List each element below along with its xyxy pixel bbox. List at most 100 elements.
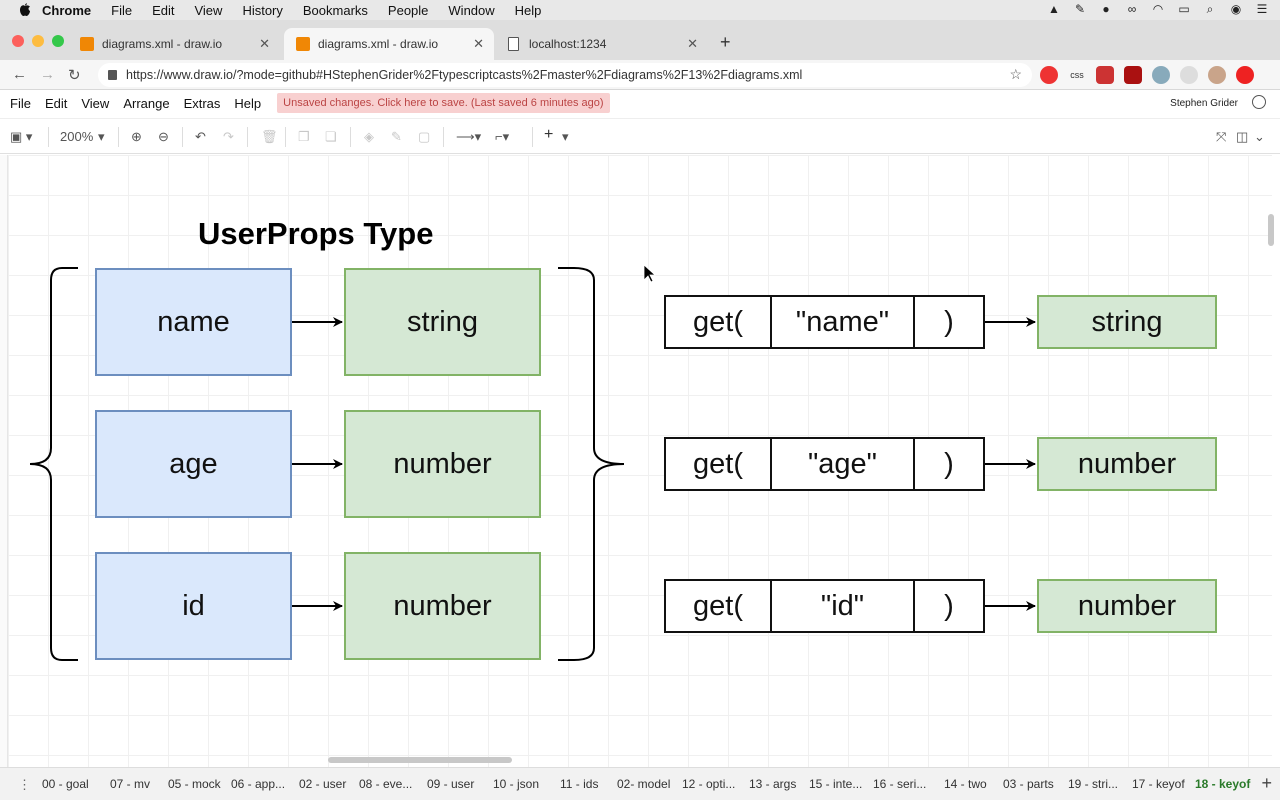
horizontal-scrollbar[interactable] <box>328 757 512 763</box>
call-fn-id[interactable]: get( <box>664 579 772 633</box>
zoom-select[interactable]: 200% <box>60 129 94 144</box>
maximize-window-button[interactable] <box>52 35 64 47</box>
page-tab[interactable]: 15 - inte... <box>809 777 863 791</box>
browser-tab-1[interactable]: diagrams.xml - draw.io ✕ <box>68 28 280 60</box>
call-arg-name[interactable]: "name" <box>770 295 915 349</box>
page-tab[interactable]: 07 - mv <box>110 777 151 791</box>
menu-file[interactable]: File <box>111 2 133 18</box>
zoom-out-icon[interactable]: ⊖ <box>158 129 169 144</box>
back-icon[interactable]: ← <box>12 66 27 83</box>
call-arg-id[interactable]: "id" <box>770 579 915 633</box>
apple-icon[interactable] <box>18 3 32 17</box>
list-icon[interactable]: ☰ <box>1256 2 1268 16</box>
app-menu-file[interactable]: File <box>10 95 31 111</box>
delete-icon[interactable]: 🗑 <box>261 129 278 144</box>
close-tab-icon[interactable]: ✕ <box>259 36 270 51</box>
pen-icon[interactable]: ✎ <box>1074 2 1086 16</box>
fill-color-icon[interactable]: ◈ <box>364 129 374 144</box>
ublock-icon[interactable] <box>1124 66 1142 84</box>
unsaved-changes-banner[interactable]: Unsaved changes. Click here to save. (La… <box>277 93 610 113</box>
page-tab[interactable]: 00 - goal <box>42 777 89 791</box>
address-bar[interactable]: https://www.draw.io/?mode=github#HStephe… <box>98 63 1032 87</box>
language-globe-icon[interactable] <box>1252 95 1266 109</box>
extension-icon[interactable] <box>1152 66 1170 84</box>
to-front-icon[interactable]: ❐ <box>298 129 310 144</box>
to-back-icon[interactable]: ❏ <box>325 129 337 144</box>
page-tab[interactable]: 02- model <box>617 777 671 791</box>
zoom-dropdown-icon[interactable]: ▾ <box>98 129 105 144</box>
siri-icon[interactable]: ◉ <box>1230 2 1242 16</box>
menu-edit[interactable]: Edit <box>152 2 175 18</box>
call-result-name[interactable]: string <box>1037 295 1217 349</box>
page-tab[interactable]: 14 - two <box>944 777 987 791</box>
close-tab-icon[interactable]: ✕ <box>687 36 698 51</box>
profile-avatar[interactable] <box>1208 66 1226 84</box>
app-menu-extras[interactable]: Extras <box>183 95 221 111</box>
collapse-icon[interactable]: ⌄ <box>1254 129 1265 144</box>
fullscreen-icon[interactable]: ⤧ <box>1216 129 1227 144</box>
page-tab[interactable]: 13 - args <box>749 777 797 791</box>
call-close-name[interactable]: ) <box>913 295 985 349</box>
app-menu-arrange[interactable]: Arrange <box>123 95 170 111</box>
css-extension-icon[interactable]: css <box>1070 70 1084 80</box>
menu-bookmarks[interactable]: Bookmarks <box>302 2 368 18</box>
extension-icon[interactable] <box>1180 66 1198 84</box>
menu-window[interactable]: Window <box>448 2 495 18</box>
vlc-icon[interactable]: ▲ <box>1048 2 1060 16</box>
zoom-in-icon[interactable]: ⊕ <box>131 129 142 144</box>
format-panel-icon[interactable]: ▣ ▾ <box>10 129 33 144</box>
menu-help[interactable]: Help <box>514 2 542 18</box>
page-tab-active[interactable]: 18 - keyof <box>1195 777 1251 791</box>
pages-menu-icon[interactable]: ⋮ <box>18 777 31 792</box>
line-color-icon[interactable]: ✎ <box>391 129 402 144</box>
extension-icon[interactable] <box>1096 66 1114 84</box>
app-menu-edit[interactable]: Edit <box>44 95 68 111</box>
wifi-icon[interactable]: ◠ <box>1152 2 1164 16</box>
shadow-icon[interactable]: ▢ <box>418 129 431 144</box>
page-tab[interactable]: 08 - eve... <box>359 777 413 791</box>
prop-type-id[interactable]: number <box>344 552 541 660</box>
sidebar-collapsed[interactable] <box>0 155 8 767</box>
page-tab[interactable]: 10 - json <box>493 777 540 791</box>
menu-view[interactable]: View <box>194 2 223 18</box>
add-page-icon[interactable]: + <box>1261 773 1272 793</box>
record-icon[interactable]: ● <box>1102 2 1110 16</box>
insert-icon[interactable]: + <box>544 126 554 143</box>
prop-key-age[interactable]: age <box>95 410 292 518</box>
call-result-age[interactable]: number <box>1037 437 1217 491</box>
minimize-window-button[interactable] <box>32 35 44 47</box>
menu-people[interactable]: People <box>387 2 429 18</box>
page-tab[interactable]: 05 - mock <box>168 777 221 791</box>
call-fn-name[interactable]: get( <box>664 295 772 349</box>
close-window-button[interactable] <box>12 35 24 47</box>
reload-icon[interactable]: ↻ <box>68 67 81 84</box>
format-toggle-icon[interactable]: ◫ <box>1236 129 1249 144</box>
close-tab-icon[interactable]: ✕ <box>473 36 484 51</box>
call-close-age[interactable]: ) <box>913 437 985 491</box>
connection-style-icon[interactable]: ⟶▾ <box>456 129 482 144</box>
app-menu-help[interactable]: Help <box>234 95 262 111</box>
waypoints-icon[interactable]: ⌐▾ <box>495 129 510 144</box>
redo-icon[interactable]: ↷ <box>223 129 234 144</box>
search-icon[interactable]: ⌕ <box>1206 1 1214 16</box>
prop-type-age[interactable]: number <box>344 410 541 518</box>
page-tab[interactable]: 16 - seri... <box>873 777 927 791</box>
browser-tab-3[interactable]: localhost:1234 ✕ <box>496 28 708 60</box>
extension-icon[interactable] <box>1236 66 1254 84</box>
app-menu-view[interactable]: View <box>81 95 110 111</box>
page-tab[interactable]: 02 - user <box>299 777 347 791</box>
undo-icon[interactable]: ↶ <box>195 129 206 144</box>
page-tab[interactable]: 09 - user <box>427 777 475 791</box>
page-tab[interactable]: 03 - parts <box>1003 777 1054 791</box>
new-tab-icon[interactable]: + <box>720 32 731 52</box>
call-fn-age[interactable]: get( <box>664 437 772 491</box>
browser-tab-2[interactable]: diagrams.xml - draw.io ✕ <box>284 28 494 60</box>
page-tab[interactable]: 17 - keyof <box>1132 777 1185 791</box>
extension-icon[interactable] <box>1040 66 1058 84</box>
vertical-scrollbar[interactable] <box>1268 214 1274 246</box>
menu-chrome[interactable]: Chrome <box>42 2 92 18</box>
prop-key-id[interactable]: id <box>95 552 292 660</box>
forward-icon[interactable]: → <box>40 66 55 83</box>
prop-type-name[interactable]: string <box>344 268 541 376</box>
page-tab[interactable]: 19 - stri... <box>1068 777 1119 791</box>
